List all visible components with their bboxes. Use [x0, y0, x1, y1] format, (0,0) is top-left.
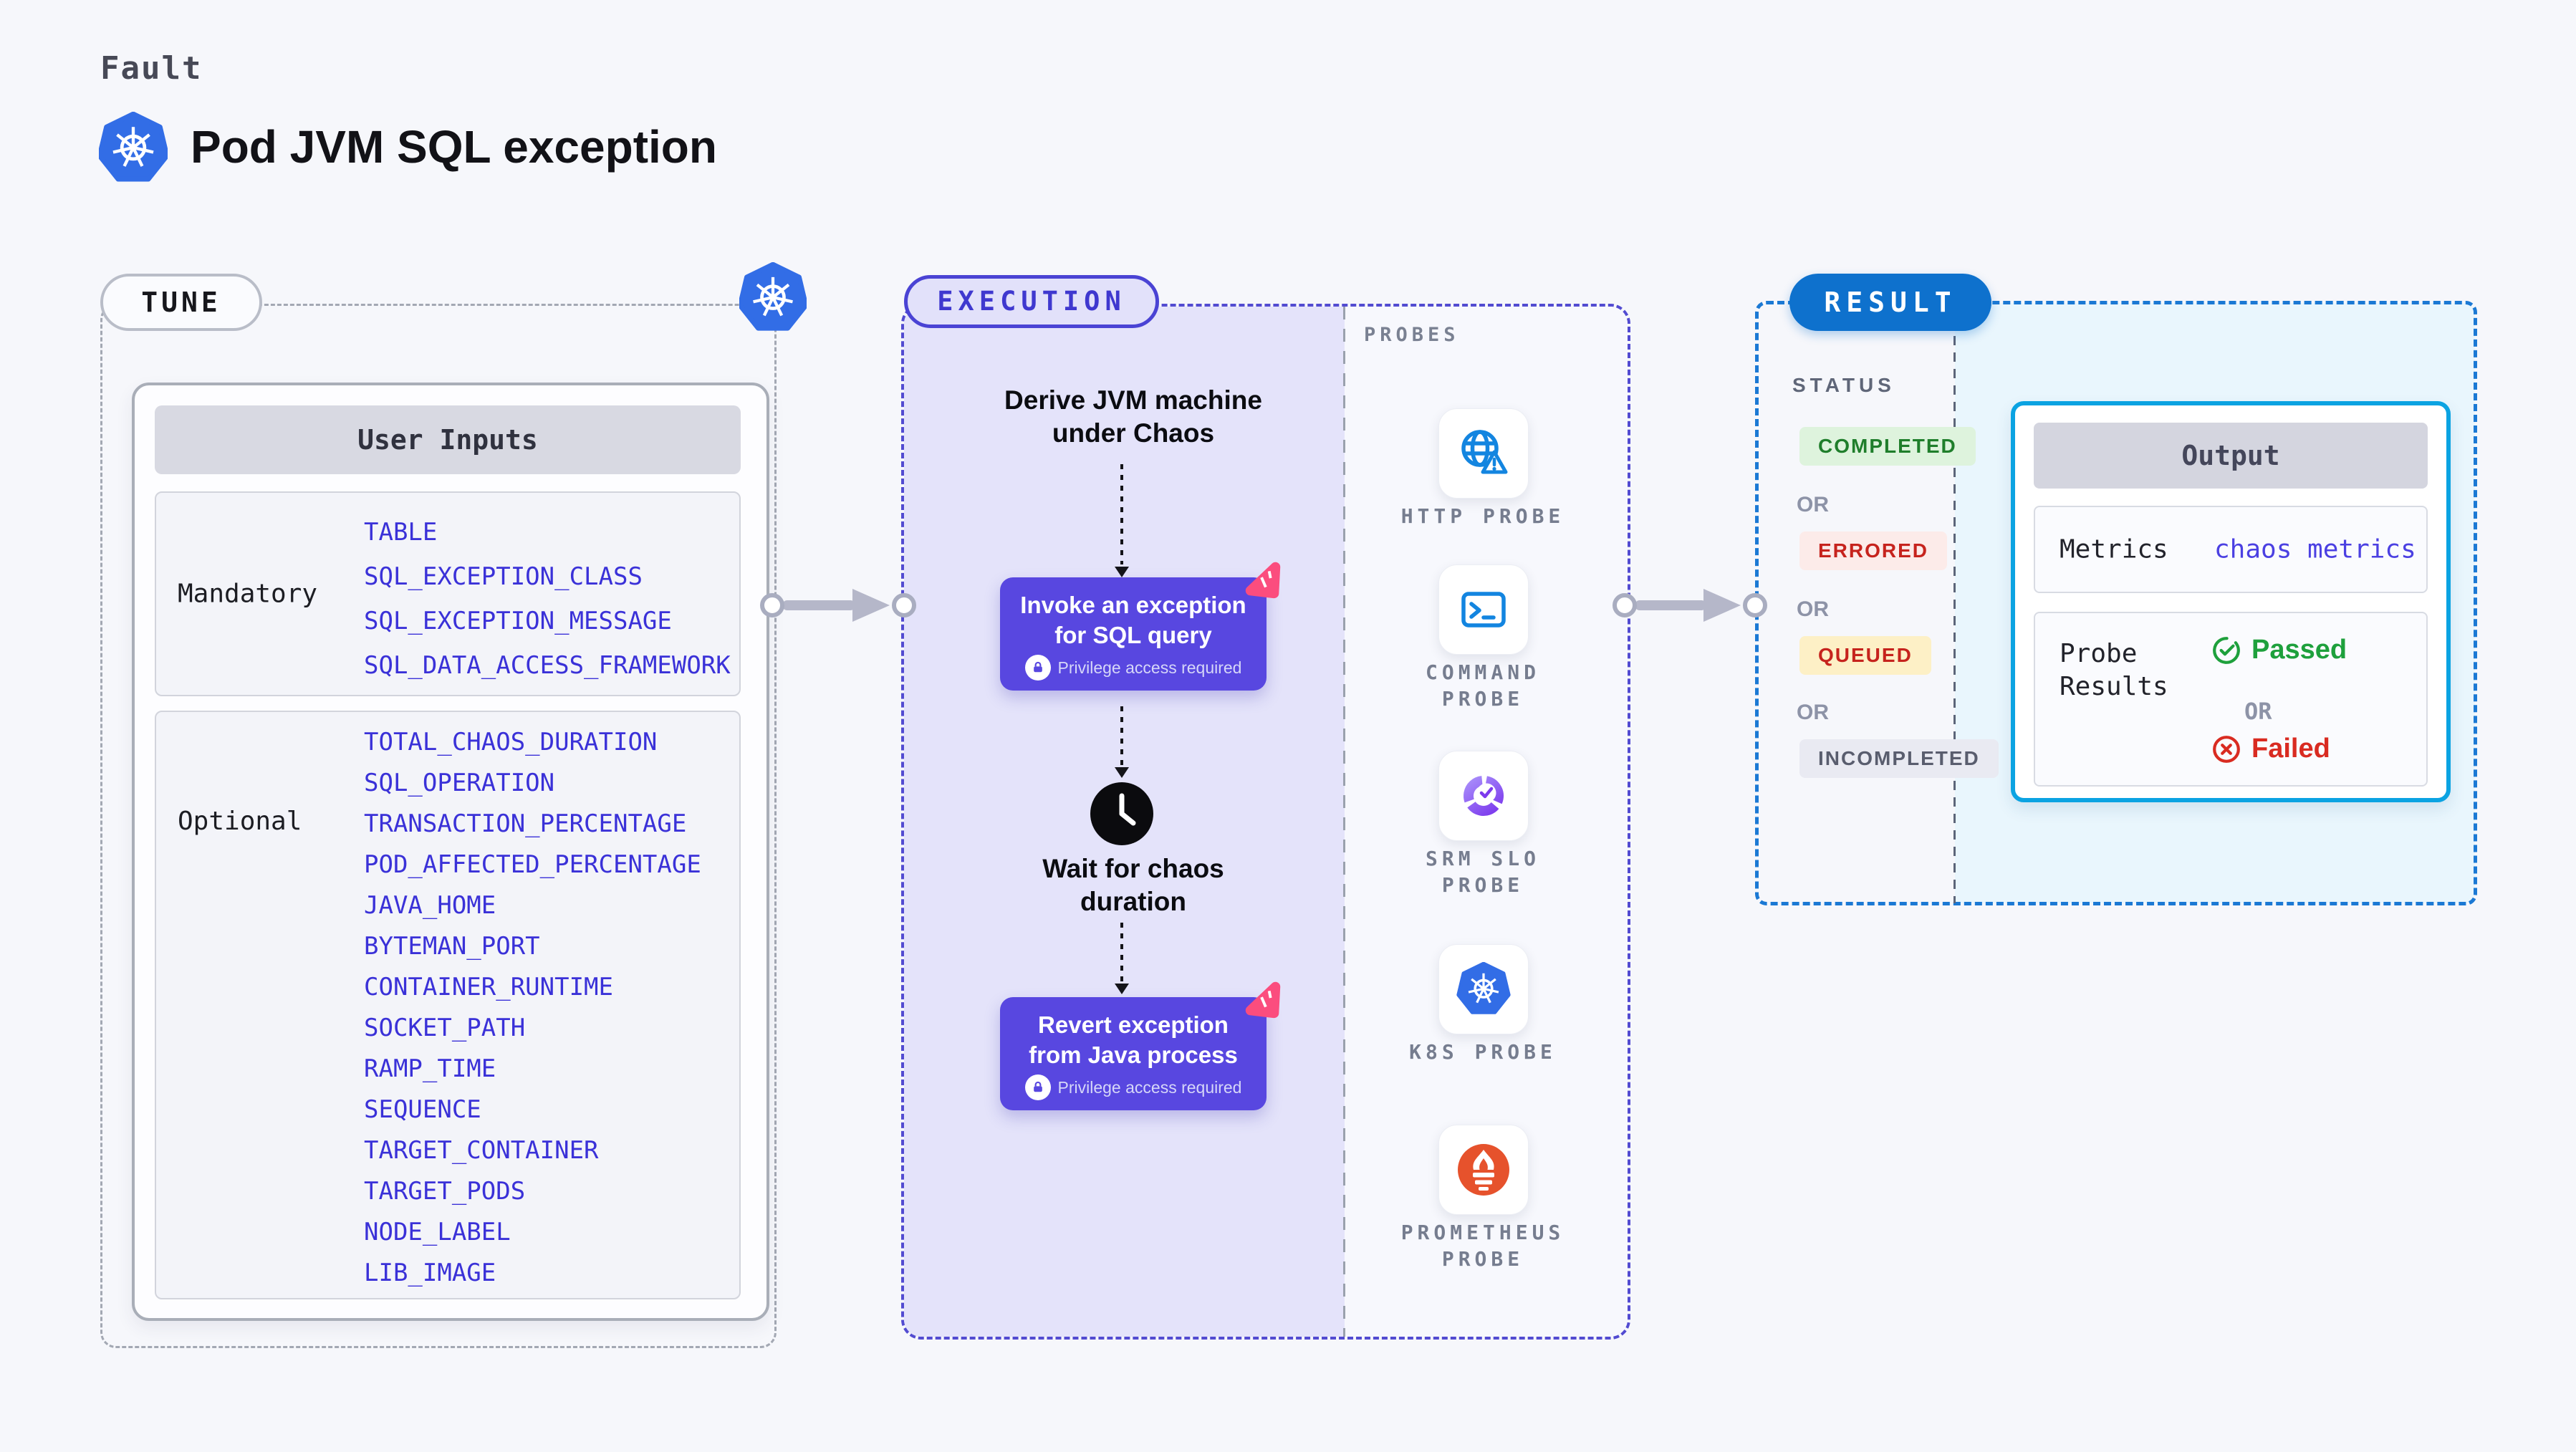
- status-badge-errored: ERRORED: [1799, 532, 1948, 570]
- connector-dot: [892, 593, 916, 617]
- param: SOCKET_PATH: [364, 1014, 526, 1042]
- param: SQL_DATA_ACCESS_FRAMEWORK: [364, 651, 731, 680]
- execution-to-result-arrow: [1613, 589, 1767, 622]
- param: SQL_EXCEPTION_MESSAGE: [364, 607, 672, 635]
- command-probe-icon: [1461, 592, 1506, 628]
- privilege-text: Privilege access required: [1057, 1077, 1242, 1097]
- param: NODE_LABEL: [364, 1218, 511, 1246]
- param: BYTEMAN_PORT: [364, 932, 540, 961]
- passed-label: Passed: [2251, 635, 2347, 665]
- k8s-probe-card: [1438, 944, 1529, 1034]
- kubernetes-icon: [97, 111, 170, 185]
- failed-result: Failed: [2211, 734, 2330, 764]
- clock-icon: [1090, 782, 1153, 845]
- param: SEQUENCE: [364, 1095, 481, 1124]
- result-badge: RESULT: [1789, 274, 1991, 331]
- status-title: STATUS: [1792, 374, 1895, 396]
- output-box: Output Metrics chaos metrics Probe Resul…: [2011, 401, 2451, 802]
- or-label: OR: [1797, 597, 1829, 621]
- status-badge-queued: QUEUED: [1799, 636, 1931, 675]
- param: TABLE: [364, 518, 438, 547]
- user-inputs-header: User Inputs: [155, 405, 741, 474]
- http-probe-icon: [1461, 430, 1508, 474]
- optional-param-list: TOTAL_CHAOS_DURATION SQL_OPERATION TRANS…: [364, 722, 701, 1294]
- or-label: OR: [2244, 698, 2272, 725]
- param: TOTAL_CHAOS_DURATION: [364, 728, 658, 756]
- execution-probes-divider: [1343, 307, 1345, 1337]
- chaos-icon: [1241, 977, 1285, 1021]
- mandatory-label: Mandatory: [178, 579, 318, 609]
- passed-result: Passed: [2211, 635, 2347, 665]
- prometheus-probe-card: [1438, 1125, 1529, 1215]
- probe-results-label: Probe Results: [2060, 639, 2168, 701]
- srm-slo-probe-icon: [1464, 776, 1504, 816]
- fault-kicker: Fault: [100, 50, 203, 87]
- step-invoke-exception: Invoke an exception for SQL query Privil…: [1000, 562, 1281, 691]
- optional-params-row: Optional TOTAL_CHAOS_DURATION SQL_OPERAT…: [155, 711, 741, 1299]
- connector-dot: [1613, 593, 1637, 617]
- or-label: OR: [1797, 493, 1829, 516]
- http-probe-card: [1438, 408, 1529, 499]
- param: POD_AFFECTED_PERCENTAGE: [364, 850, 701, 879]
- mandatory-param-list: TABLE SQL_EXCEPTION_CLASS SQL_EXCEPTION_…: [364, 510, 731, 688]
- status-badge-incompleted: INCOMPLETED: [1799, 739, 1999, 778]
- flow-arrow: [1115, 464, 1129, 577]
- privilege-text: Privilege access required: [1057, 658, 1242, 677]
- metrics-label: Metrics: [2060, 534, 2168, 564]
- step-revert-exception: Revert exception from Java process Privi…: [1000, 981, 1281, 1110]
- lock-icon: [1024, 1074, 1051, 1100]
- connector-dot: [1743, 593, 1767, 617]
- node-title: Revert exception from Java process: [1029, 1011, 1238, 1068]
- tune-section: [100, 304, 777, 1348]
- result-divider: [1953, 303, 1956, 903]
- param: SQL_EXCEPTION_CLASS: [364, 562, 643, 591]
- param: LIB_IMAGE: [364, 1259, 496, 1287]
- execution-badge: EXECUTION: [904, 275, 1159, 328]
- tune-badge: TUNE: [100, 274, 262, 331]
- k8s-probe-label: K8S PROBE: [1409, 1040, 1557, 1064]
- step-wait-duration: Wait for chaos duration: [1042, 854, 1224, 916]
- param: SQL_OPERATION: [364, 769, 555, 797]
- tune-to-execution-arrow: [760, 589, 916, 622]
- command-probe-card: [1438, 564, 1529, 655]
- output-header: Output: [2034, 423, 2428, 489]
- privilege-note: Privilege access required: [1000, 1074, 1267, 1100]
- status-badge-completed: COMPLETED: [1799, 427, 1976, 466]
- flow-arrow: [1115, 706, 1129, 778]
- prometheus-probe-label: PROMETHEUS PROBE: [1400, 1221, 1565, 1271]
- check-circle-icon: [2213, 636, 2240, 664]
- srm-slo-probe-card: [1438, 751, 1529, 841]
- param: JAVA_HOME: [364, 891, 496, 920]
- chaos-icon: [1241, 557, 1285, 602]
- command-probe-label: COMMAND PROBE: [1425, 660, 1540, 711]
- srm-slo-probe-label: SRM SLO PROBE: [1425, 847, 1540, 897]
- user-inputs-table: User Inputs Mandatory TABLE SQL_EXCEPTIO…: [132, 383, 769, 1321]
- page-title: Pod JVM SQL exception: [191, 121, 717, 173]
- or-label: OR: [1797, 701, 1829, 724]
- param: TARGET_CONTAINER: [364, 1136, 599, 1165]
- k8s-probe-icon: [1456, 962, 1511, 1014]
- metrics-row: Metrics chaos metrics: [2034, 506, 2428, 593]
- metrics-value: chaos metrics: [2214, 534, 2416, 564]
- param: RAMP_TIME: [364, 1054, 496, 1083]
- param: TRANSACTION_PERCENTAGE: [364, 809, 687, 838]
- x-circle-icon: [2213, 735, 2240, 763]
- lock-icon: [1024, 655, 1051, 681]
- param: CONTAINER_RUNTIME: [364, 973, 613, 1001]
- connector-dot: [760, 593, 784, 617]
- probes-title: PROBES: [1364, 324, 1460, 346]
- mandatory-params-row: Mandatory TABLE SQL_EXCEPTION_CLASS SQL_…: [155, 491, 741, 696]
- failed-label: Failed: [2251, 734, 2330, 764]
- node-title: Invoke an exception for SQL query: [1020, 592, 1246, 648]
- param: TARGET_PODS: [364, 1177, 526, 1206]
- prometheus-probe-icon: [1458, 1144, 1509, 1196]
- step-derive-jvm: Derive JVM machine under Chaos: [1004, 385, 1262, 448]
- probe-results-row: Probe Results Passed OR Failed: [2034, 612, 2428, 787]
- kubernetes-icon: [737, 261, 809, 334]
- http-probe-label: HTTP PROBE: [1400, 504, 1565, 528]
- optional-label: Optional: [178, 807, 302, 836]
- flow-arrow: [1115, 923, 1129, 994]
- privilege-note: Privilege access required: [1000, 655, 1267, 681]
